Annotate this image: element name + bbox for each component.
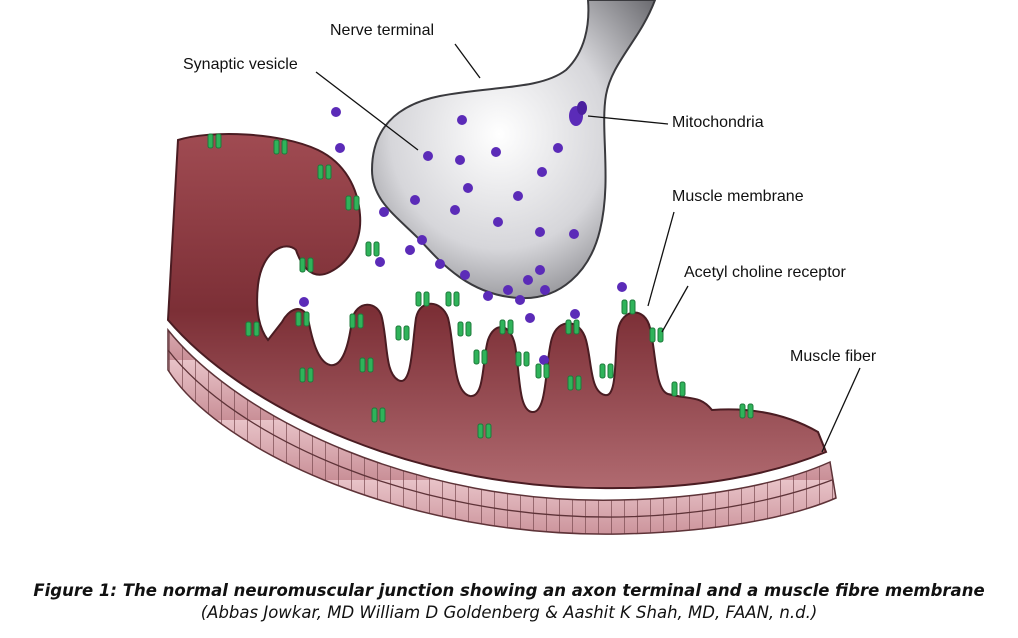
neuromuscular-junction-diagram — [166, 0, 861, 535]
caption-title: Figure 1: The normal neuromuscular junct… — [33, 581, 985, 600]
nerve-terminal-label: Nerve terminal — [330, 22, 435, 39]
caption-credit: (Abbas Jowkar, MD William D Goldenberg &… — [200, 603, 818, 622]
muscle-membrane-label: Muscle membrane — [672, 188, 804, 205]
figure-caption: Figure 1: The normal neuromuscular junct… — [0, 581, 1018, 622]
mitochondria-label: Mitochondria — [672, 114, 764, 131]
acetyl-choline-receptor-label: Acetyl choline receptor — [684, 264, 846, 281]
muscle-fiber-stripe-line — [167, 349, 833, 518]
nerve-terminal — [370, 0, 657, 300]
mitochondria — [569, 101, 587, 126]
leader-lines — [315, 43, 861, 453]
muscle-fiber — [167, 327, 837, 535]
synaptic-vesicles — [299, 107, 627, 365]
synaptic-vesicle-label: Synaptic vesicle — [183, 56, 298, 73]
muscle-fiber-label: Muscle fiber — [790, 348, 877, 365]
acetylcholine-receptors — [207, 133, 754, 439]
muscle-membrane — [166, 133, 828, 490]
